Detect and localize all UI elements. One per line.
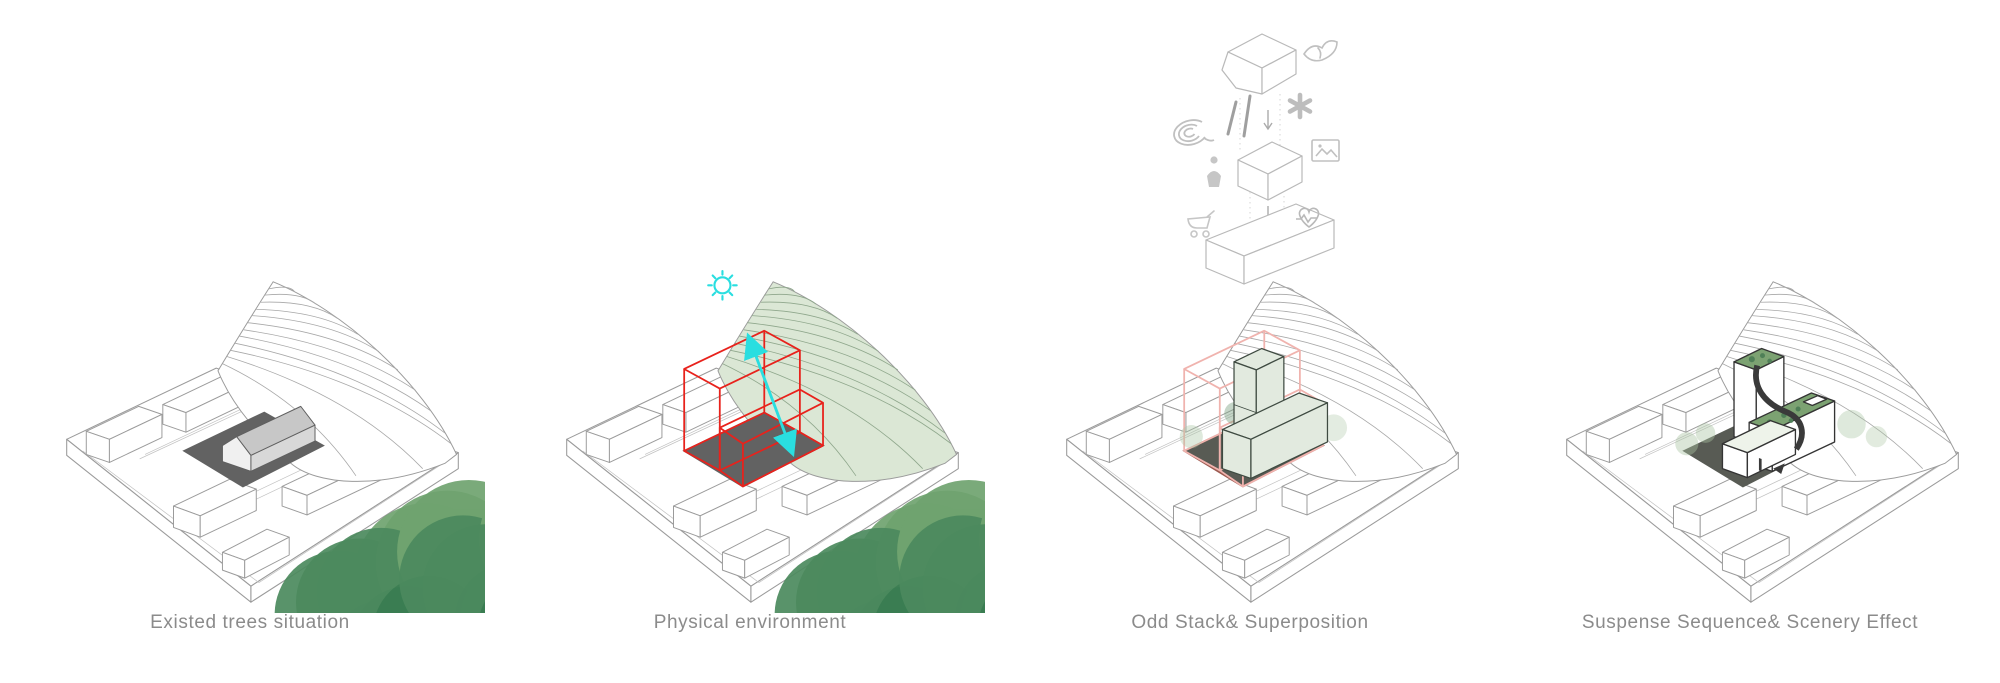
stacked-volumes [1221,347,1329,480]
sunlight-arrow-icon [744,332,797,458]
site-diagram-final-building [1540,230,1985,613]
panel-physical-environment: Physical environment [500,0,1000,683]
site-diagram-environment [540,270,985,613]
panel-suspense-sequence: Suspense Sequence& Scenery Effect [1500,0,2000,683]
panel-odd-stack: Odd Stack& Superposition [1000,0,1500,683]
projection-lines [1239,94,1281,152]
exploded-stack-diagram [1173,33,1340,285]
caption-existed-trees: Existed trees situation [150,612,350,633]
stack-connector-lines [1226,94,1252,138]
stack-box-top [1221,33,1297,95]
stroller-icon [1187,210,1215,238]
heart-pulse-icon [1296,207,1320,228]
projection-lines [1249,192,1285,224]
caption-odd-stack: Odd Stack& Superposition [1131,612,1369,633]
facade-openings [1758,457,1785,475]
existing-house-icon [221,405,316,472]
stack-box-middle [1237,141,1303,201]
faint-trees [1675,409,1888,456]
asterisk-icon [1287,92,1313,120]
volume-front-long [1221,392,1329,480]
down-arrow-icon [1263,110,1273,131]
sun-icon [707,270,738,301]
person-icon [1207,156,1221,187]
panel-existed-trees: Existed trees situation [0,0,500,683]
dark-ribbon-path [1753,364,1805,451]
site-diagram-existing [40,230,485,613]
bird-icon [1303,40,1338,62]
caption-physical-environment: Physical environment [653,612,847,633]
photo-icon [1311,139,1340,162]
site-diagram-stacked-volumes [1040,230,1485,613]
rose-icon [1173,119,1215,146]
building-front-volume [1721,419,1797,479]
caption-suspense-sequence: Suspense Sequence& Scenery Effect [1581,612,1919,633]
